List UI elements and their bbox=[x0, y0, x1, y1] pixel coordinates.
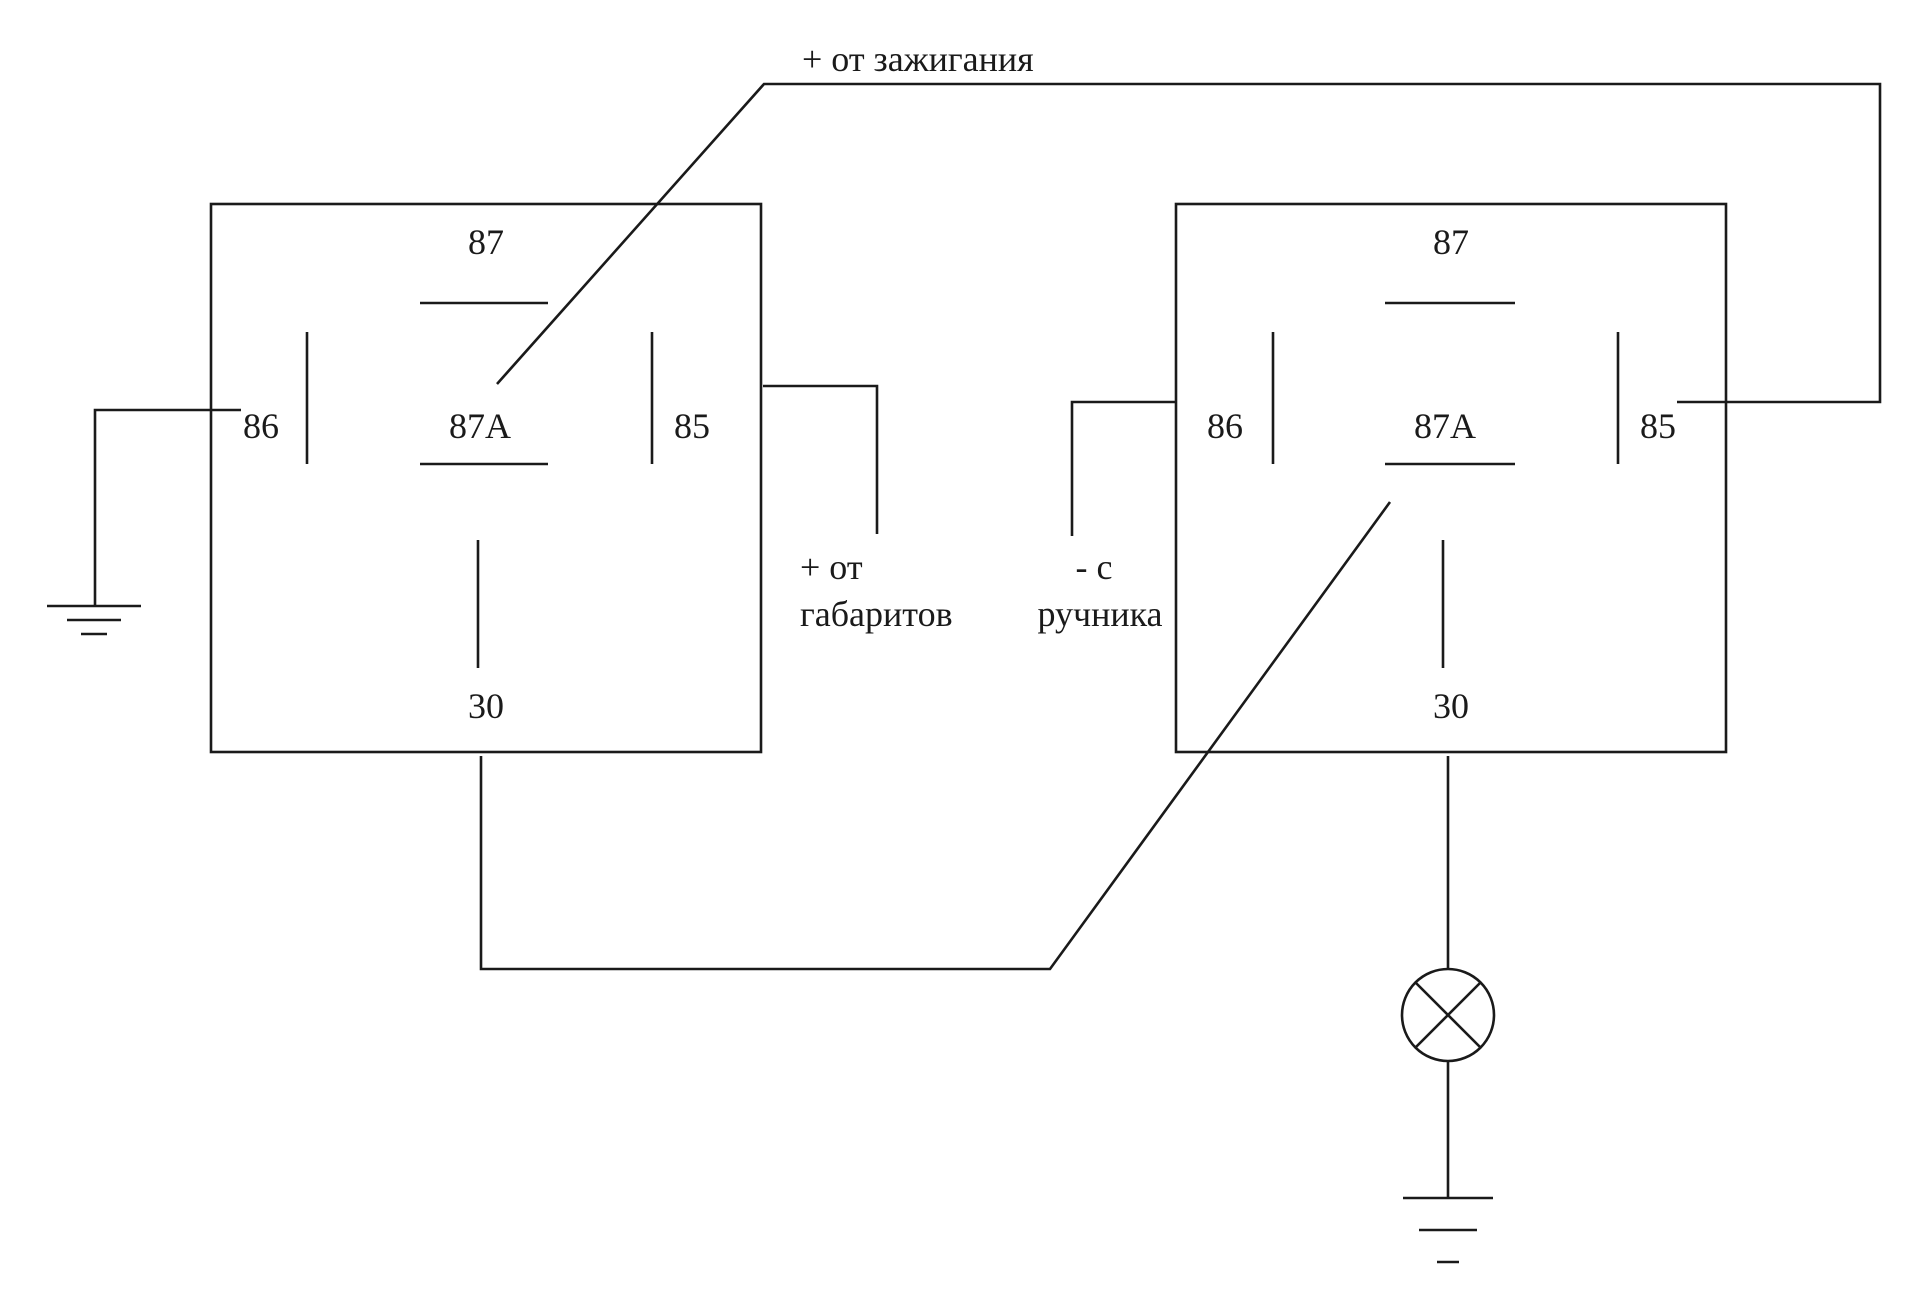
relay-left-pin-85-label: 85 bbox=[674, 406, 710, 446]
ground-left-icon bbox=[47, 604, 141, 636]
label-markers-line1: + от bbox=[800, 547, 863, 587]
relay-left-pin-30-label: 30 bbox=[468, 686, 504, 726]
relay-right: 87 87A 86 85 30 bbox=[1174, 202, 1728, 754]
relay-right-pin-87-label: 87 bbox=[1433, 222, 1469, 262]
label-handbrake-line1: - с bbox=[1076, 547, 1113, 587]
relay-left-body bbox=[209, 202, 763, 754]
relay-left-pin-87a-label: 87A bbox=[449, 406, 511, 446]
relay-right-body bbox=[1174, 202, 1728, 754]
wire-left-86-ground bbox=[93, 408, 241, 606]
label-ignition: + от зажигания bbox=[802, 39, 1034, 79]
relay-right-pin-30-label: 30 bbox=[1433, 686, 1469, 726]
relay-right-pin-87a-label: 87A bbox=[1414, 406, 1476, 446]
relay-right-pin-85-label: 85 bbox=[1640, 406, 1676, 446]
relay-right-pin-86-label: 86 bbox=[1207, 406, 1243, 446]
label-handbrake-line2: ручника bbox=[1037, 594, 1162, 634]
relay-left-pin-86-label: 86 bbox=[243, 406, 279, 446]
ground-right-icon bbox=[1403, 1196, 1493, 1264]
lamp-icon bbox=[1400, 967, 1496, 1063]
wire-left-30-right-87a bbox=[479, 501, 1392, 971]
label-markers-line2: габаритов bbox=[800, 594, 953, 634]
relay-left-pin-87-label: 87 bbox=[468, 222, 504, 262]
relay-left: 87 87A 86 85 30 bbox=[209, 202, 763, 754]
wire-ignition bbox=[496, 82, 1882, 404]
wire-left-85-markers bbox=[763, 384, 879, 534]
wire-handbrake-right-86 bbox=[1070, 400, 1177, 536]
